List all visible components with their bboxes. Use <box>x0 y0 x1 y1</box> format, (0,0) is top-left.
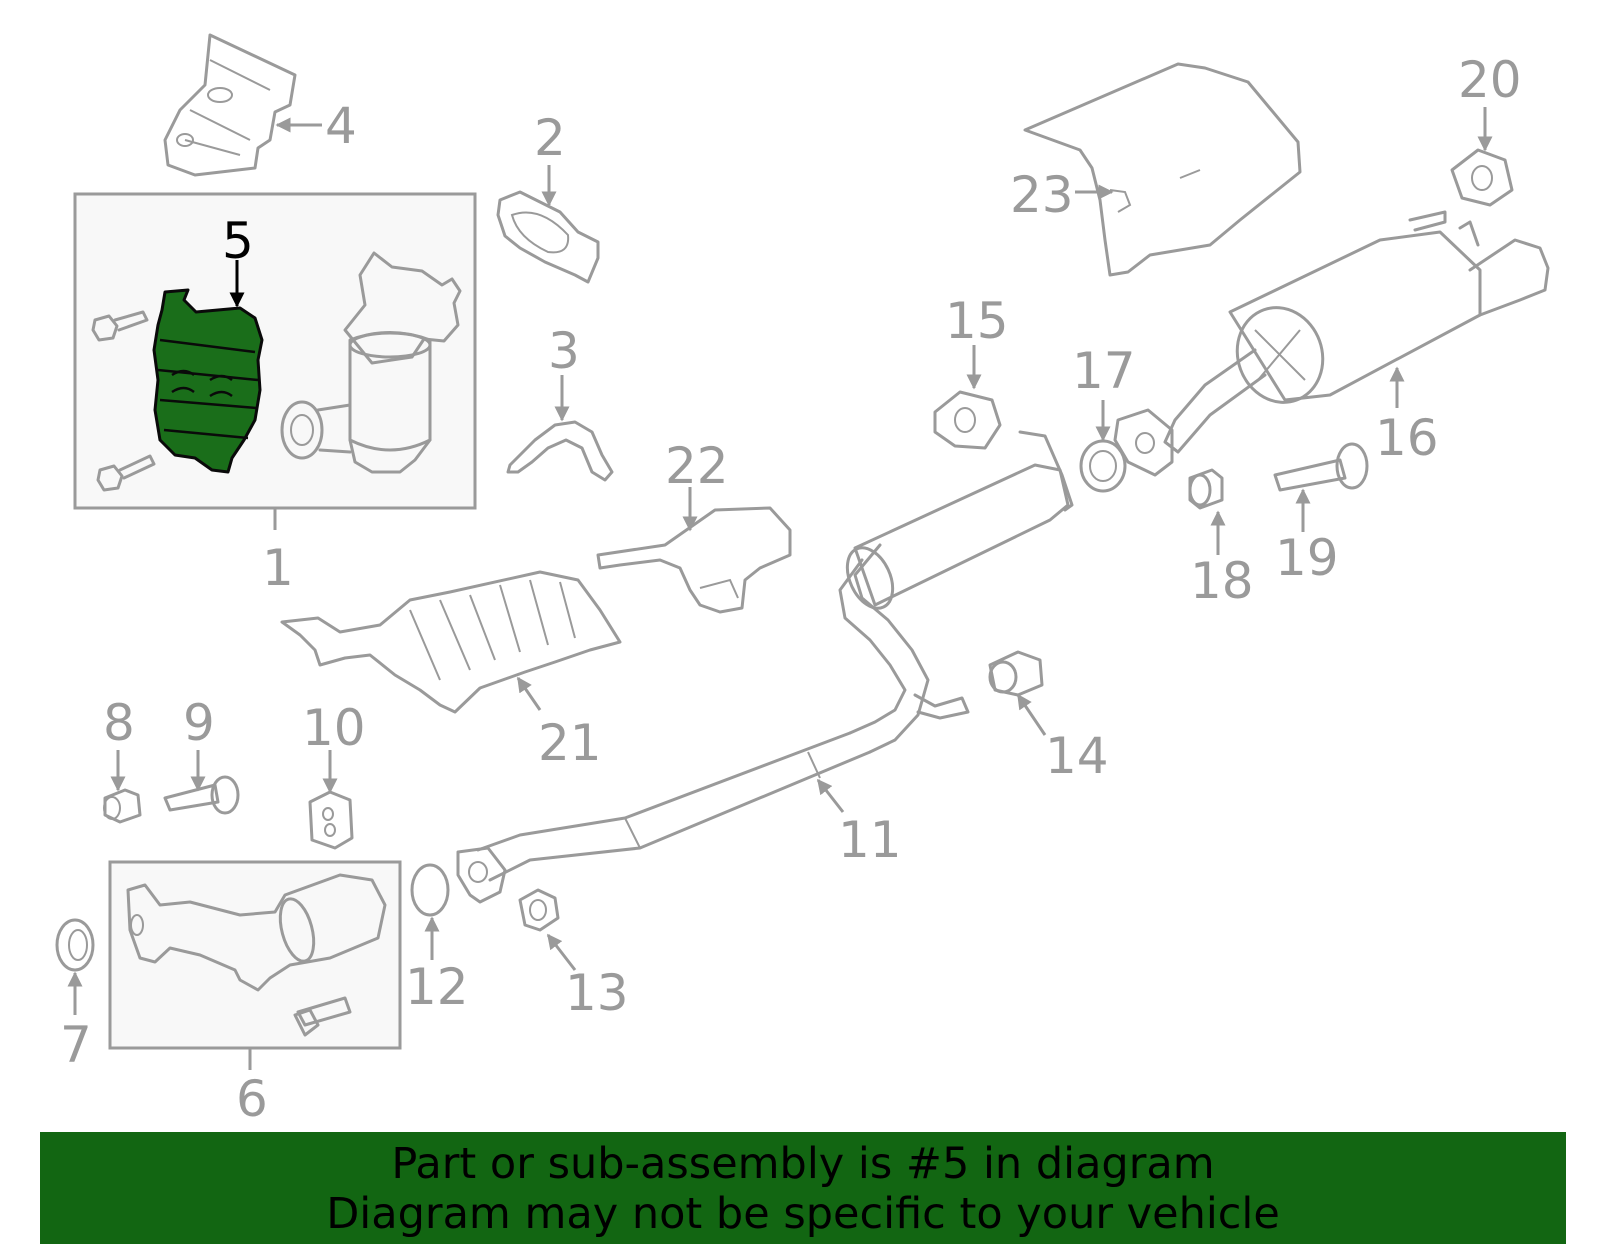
part-8-bushing[interactable] <box>103 750 142 824</box>
part-1-bolt-upper <box>91 310 149 342</box>
callout-12: 12 <box>405 958 469 1016</box>
callout-19: 19 <box>1275 529 1339 587</box>
part-2-gasket[interactable] <box>496 165 600 284</box>
callout-3: 3 <box>548 322 580 380</box>
part-1-manifold-converter <box>280 251 462 474</box>
callout-18: 18 <box>1190 552 1254 610</box>
part-5-converter-highlighted[interactable] <box>152 260 264 474</box>
info-banner: Part or sub-assembly is #5 in diagram Di… <box>40 1132 1566 1244</box>
callout-15: 15 <box>945 292 1009 350</box>
banner-line-disclaimer: Diagram may not be specific to your vehi… <box>326 1189 1280 1239</box>
callout-9: 9 <box>183 694 215 752</box>
part-7-gasket[interactable] <box>55 918 95 1015</box>
part-3-bracket[interactable] <box>506 375 614 482</box>
callout-22: 22 <box>665 437 729 495</box>
callout-7: 7 <box>60 1016 92 1074</box>
part-1-bolt-lower <box>96 454 156 492</box>
part-11-pipe-resonator[interactable] <box>456 430 1074 904</box>
part-20-hanger[interactable] <box>1450 107 1514 207</box>
part-9-bolt[interactable] <box>163 750 240 815</box>
callout-16: 16 <box>1375 409 1439 467</box>
part-4-heat-shield[interactable] <box>163 33 322 177</box>
part-6-box[interactable] <box>108 860 402 1070</box>
part-23-heat-shield[interactable] <box>1023 62 1302 277</box>
callout-21: 21 <box>538 714 602 772</box>
part-12-gasket[interactable] <box>410 863 450 960</box>
callout-23: 23 <box>1010 166 1074 224</box>
callout-1: 1 <box>262 539 294 597</box>
callout-20: 20 <box>1458 51 1522 109</box>
callout-13: 13 <box>565 964 629 1022</box>
banner-line-part-number: Part or sub-assembly is #5 in diagram <box>391 1139 1215 1189</box>
part-21-heat-shield[interactable] <box>280 570 622 714</box>
part-18-bushing[interactable] <box>1188 468 1226 555</box>
callout-4: 4 <box>325 97 357 155</box>
part-1-box[interactable] <box>73 192 477 530</box>
part-15-hanger[interactable] <box>933 345 1002 450</box>
callout-6: 6 <box>236 1070 268 1128</box>
callout-11: 11 <box>838 811 902 869</box>
part-13-nut[interactable] <box>518 888 577 971</box>
callout-10: 10 <box>302 699 366 757</box>
callout-2: 2 <box>534 109 566 167</box>
callout-17: 17 <box>1072 342 1136 400</box>
callout-14: 14 <box>1045 727 1109 785</box>
part-10-hanger[interactable] <box>308 750 354 850</box>
callout-5-highlighted: 5 <box>222 212 254 270</box>
part-14-bushing[interactable] <box>988 650 1047 736</box>
part-22-heat-shield[interactable] <box>596 487 792 614</box>
part-17-gasket-ring[interactable] <box>1079 400 1127 493</box>
part-16-muffler[interactable] <box>1113 210 1550 477</box>
part-19-bolt[interactable] <box>1273 442 1369 532</box>
callout-8: 8 <box>103 694 135 752</box>
